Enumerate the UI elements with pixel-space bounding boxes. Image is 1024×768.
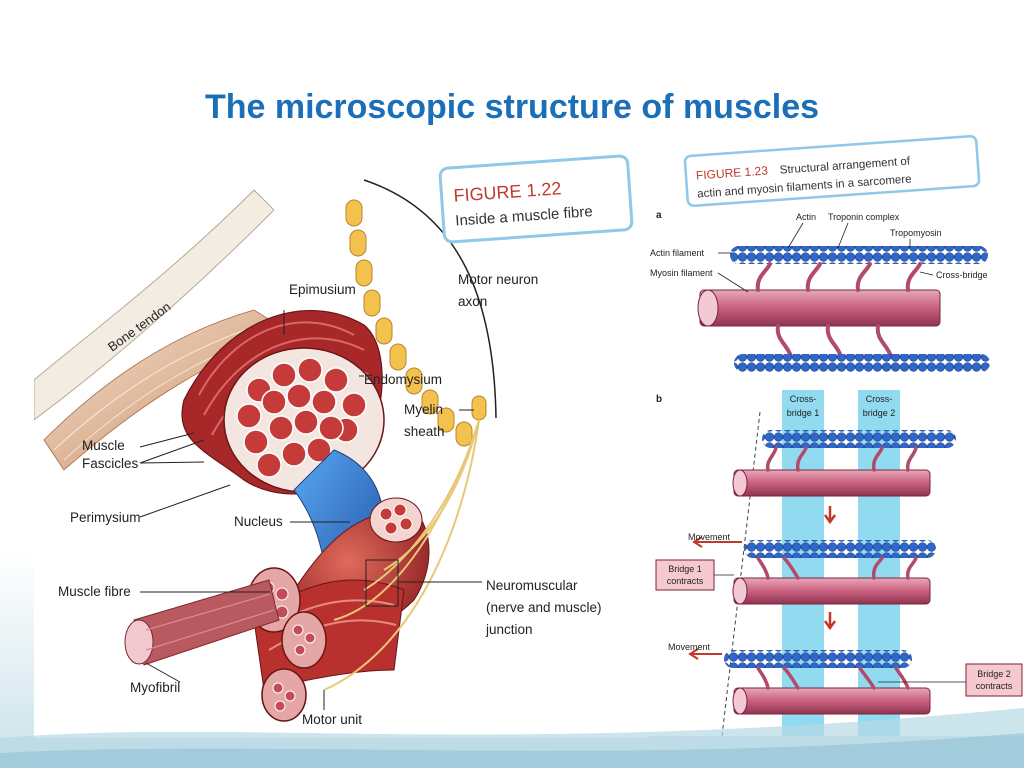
slide-title: The microscopic structure of muscles xyxy=(204,88,820,126)
myofibril xyxy=(124,579,280,666)
fascicles-label: Fascicles xyxy=(82,456,139,471)
actin-filament-label: Actin filament xyxy=(650,248,705,258)
actin-label: Actin xyxy=(796,212,816,222)
part-b-label: b xyxy=(656,394,662,405)
sarcomere-illustration: FIGURE 1.23 Structural arrangement of ac… xyxy=(650,135,1023,736)
nmj-label-line2: (nerve and muscle) xyxy=(486,600,602,615)
movement-arrow-1 xyxy=(692,536,742,548)
part-a-leaders xyxy=(717,222,934,293)
myosin-row-2 xyxy=(733,577,931,605)
muscle-fibre-label: Muscle fibre xyxy=(58,584,131,599)
movement-label-2: Movement xyxy=(668,642,711,652)
cross-bridge-2-label-line1: Cross- xyxy=(866,394,893,404)
down-arrow-2 xyxy=(823,612,837,631)
figure-1-23-caption: FIGURE 1.23 Structural arrangement of ac… xyxy=(683,135,981,207)
reference-line xyxy=(721,411,761,736)
myosin-row-1 xyxy=(733,469,931,497)
decorative-wave xyxy=(0,708,1024,768)
bridge-2-label-line2: contracts xyxy=(976,681,1013,691)
figure-1-22-caption: FIGURE 1.22 Inside a muscle fibre xyxy=(438,154,634,244)
motor-neuron-label-line1: Motor neuron xyxy=(458,272,538,287)
muscle-label: Muscle xyxy=(82,438,125,453)
bridge-2-contracts-box xyxy=(965,663,1023,697)
motor-neuron-label-line2: axon xyxy=(458,294,487,309)
movement-label-1: Movement xyxy=(688,532,731,542)
actin-row-3 xyxy=(724,650,912,668)
muscle-fibre-illustration: Bone tendon xyxy=(34,154,634,727)
sarcomere-part-a xyxy=(697,246,990,372)
nmj-label-line3: junction xyxy=(485,622,533,637)
epimusium-label: Epimusium xyxy=(289,282,356,297)
troponin-label: Troponin complex xyxy=(828,212,900,222)
bridge-2-label-line1: Bridge 2 xyxy=(977,669,1011,679)
myelin-label-line1: Myelin xyxy=(404,402,443,417)
axon-bracket xyxy=(363,179,497,419)
cross-bridge-2-label-line2: bridge 2 xyxy=(863,408,896,418)
part-a-label: a xyxy=(656,210,662,221)
myosin-filament-label: Myosin filament xyxy=(650,268,713,278)
myelin-label-line2: sheath xyxy=(404,424,445,439)
cross-bridge-1-label-line1: Cross- xyxy=(790,394,817,404)
endomysium-label: Endomysium xyxy=(364,372,442,387)
nucleus-label: Nucleus xyxy=(234,514,283,529)
bridge-1-label-line1: Bridge 1 xyxy=(668,564,702,574)
tropomyosin-label: Tropomyosin xyxy=(890,228,942,238)
actin-filament-top xyxy=(730,246,988,264)
figure-1-23-number: FIGURE 1.23 xyxy=(695,163,768,182)
myosin-filament-a xyxy=(699,289,941,327)
actin-row-1 xyxy=(762,430,956,448)
actin-row-2 xyxy=(744,540,936,558)
bridge-1-label-line2: contracts xyxy=(667,576,704,586)
movement-arrow-2 xyxy=(688,648,722,660)
down-arrow-1 xyxy=(823,506,837,525)
myofibril-label: Myofibril xyxy=(130,680,180,695)
muscle-belly xyxy=(181,310,385,495)
muscle-fibre-figure: Bone tendon xyxy=(34,150,648,738)
motor-unit-label: Motor unit xyxy=(302,712,362,727)
leader-lines xyxy=(139,310,482,710)
cross-bridge-label: Cross-bridge xyxy=(936,270,988,280)
sarcomere-figure: FIGURE 1.23 Structural arrangement of ac… xyxy=(648,132,1024,736)
motor-neuron-axon xyxy=(323,199,487,691)
junction-box xyxy=(365,559,399,607)
nmj-label-line1: Neuromuscular xyxy=(486,578,578,593)
cross-bridge-1-label-line2: bridge 1 xyxy=(787,408,820,418)
perimysium-label: Perimysium xyxy=(70,510,141,525)
actin-filament-bottom xyxy=(734,354,990,372)
